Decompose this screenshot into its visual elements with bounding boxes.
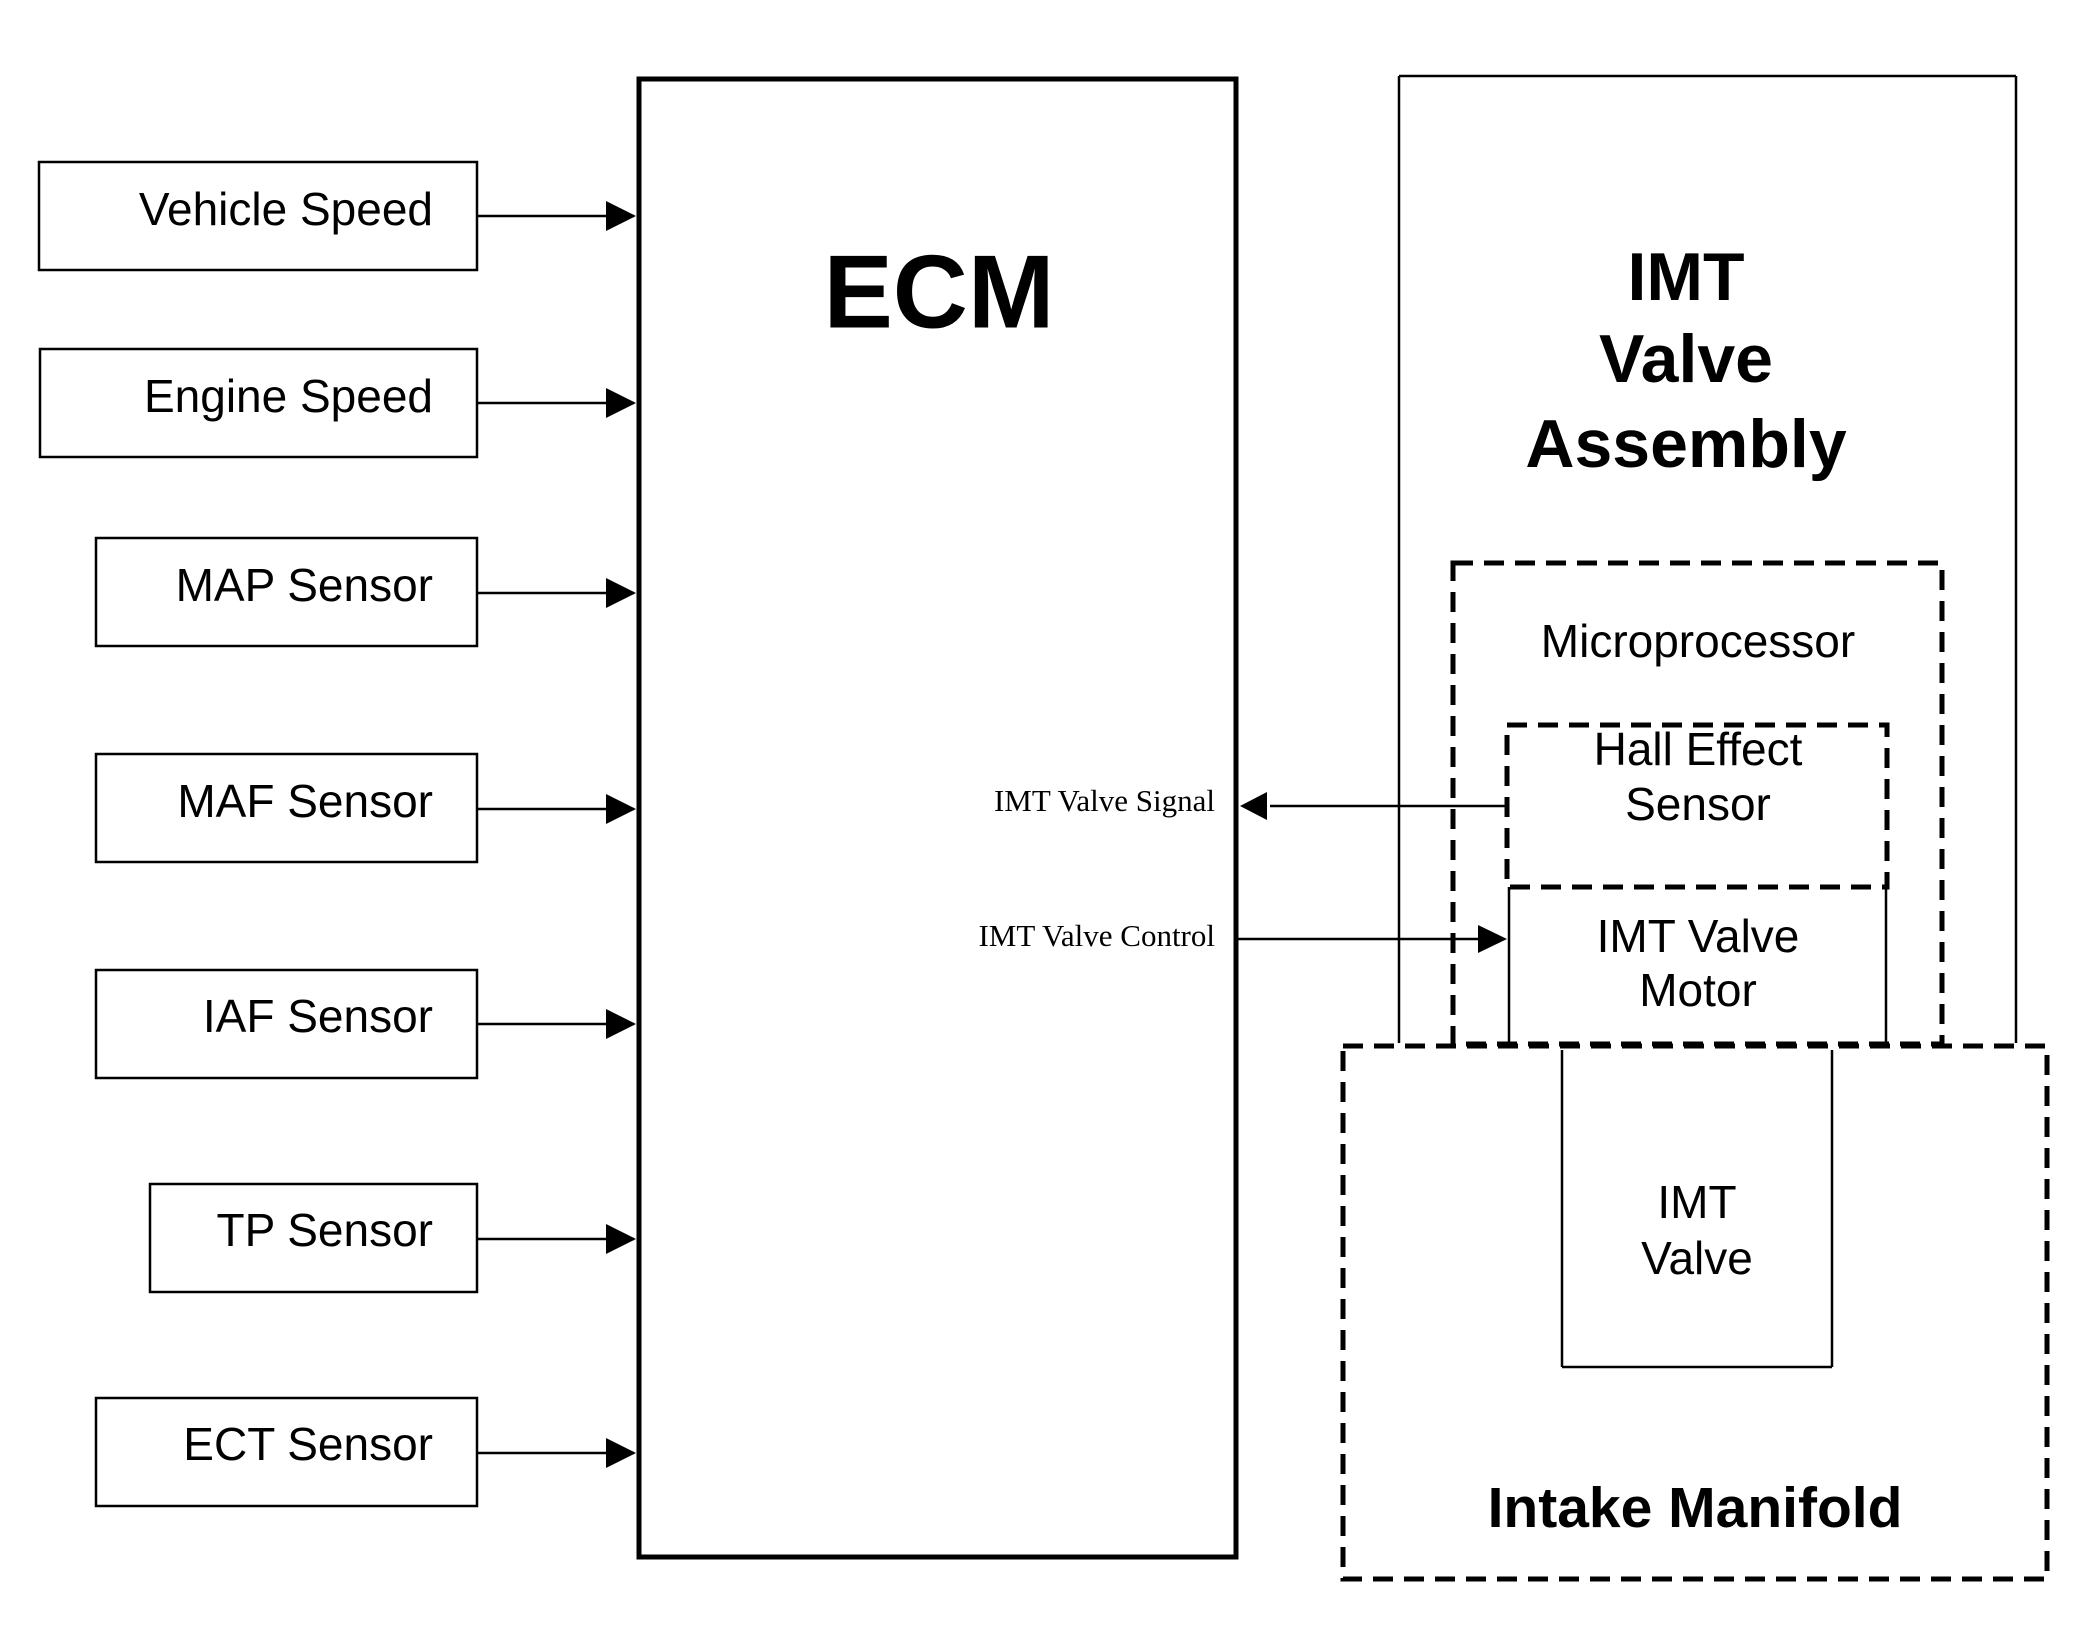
input-map-sensor: MAP Sensor bbox=[94, 536, 636, 648]
input-label: Vehicle Speed bbox=[139, 183, 433, 235]
intake-manifold-label: Intake Manifold bbox=[1488, 1476, 1903, 1540]
input-label: MAF Sensor bbox=[177, 775, 433, 827]
input-label: IAF Sensor bbox=[203, 990, 433, 1042]
hall-effect-sensor: Hall Effect Sensor bbox=[1504, 722, 1890, 890]
input-label: Engine Speed bbox=[144, 370, 433, 422]
valve-line2: Valve bbox=[1641, 1232, 1753, 1284]
motor-line2: Motor bbox=[1639, 964, 1757, 1016]
arrowhead-icon bbox=[606, 578, 636, 608]
arrowhead-icon bbox=[606, 1224, 636, 1254]
imt-valve-signal-label: IMT Valve Signal bbox=[994, 783, 1215, 818]
imt-valve-control-connection bbox=[1238, 925, 1507, 953]
microprocessor-label: Microprocessor bbox=[1541, 615, 1855, 667]
hall-sensor-line1: Hall Effect bbox=[1594, 723, 1803, 775]
input-maf-sensor: MAF Sensor bbox=[94, 752, 636, 864]
arrowhead-icon bbox=[606, 1438, 636, 1468]
input-vehicle-speed: Vehicle Speed bbox=[37, 160, 636, 272]
ecm-block: ECM IMT Valve Signal IMT Valve Control bbox=[636, 76, 1239, 1560]
imt-valve-control-label: IMT Valve Control bbox=[978, 918, 1215, 953]
assembly-title-line3: Assembly bbox=[1525, 406, 1846, 482]
arrowhead-icon bbox=[606, 201, 636, 231]
arrowhead-icon bbox=[1478, 925, 1507, 953]
valve-line1: IMT bbox=[1657, 1176, 1736, 1228]
arrowhead-icon bbox=[606, 1009, 636, 1039]
input-label: MAP Sensor bbox=[176, 559, 433, 611]
assembly-title-line1: IMT bbox=[1627, 239, 1744, 315]
imt-valve-assembly: IMT Valve Assembly bbox=[1397, 74, 2018, 1043]
arrowhead-icon bbox=[606, 388, 636, 418]
input-tp-sensor: TP Sensor bbox=[148, 1182, 636, 1294]
input-iaf-sensor: IAF Sensor bbox=[94, 968, 636, 1080]
hall-sensor-line2: Sensor bbox=[1625, 778, 1771, 830]
motor-line1: IMT Valve bbox=[1597, 910, 1800, 962]
imt-valve-motor: IMT Valve Motor bbox=[1507, 887, 1888, 1046]
assembly-title-line2: Valve bbox=[1599, 321, 1773, 397]
arrowhead-icon bbox=[1240, 792, 1267, 820]
input-ect-sensor: ECT Sensor bbox=[94, 1396, 636, 1508]
ecm-title: ECM bbox=[823, 234, 1054, 350]
input-label: ECT Sensor bbox=[183, 1418, 433, 1470]
arrowhead-icon bbox=[606, 794, 636, 824]
input-engine-speed: Engine Speed bbox=[38, 347, 636, 459]
input-label: TP Sensor bbox=[217, 1204, 433, 1256]
intake-manifold: Intake Manifold bbox=[1340, 1043, 2050, 1582]
imt-valve: IMT Valve bbox=[1560, 1050, 1834, 1369]
imt-valve-signal-connection bbox=[1240, 792, 1507, 820]
